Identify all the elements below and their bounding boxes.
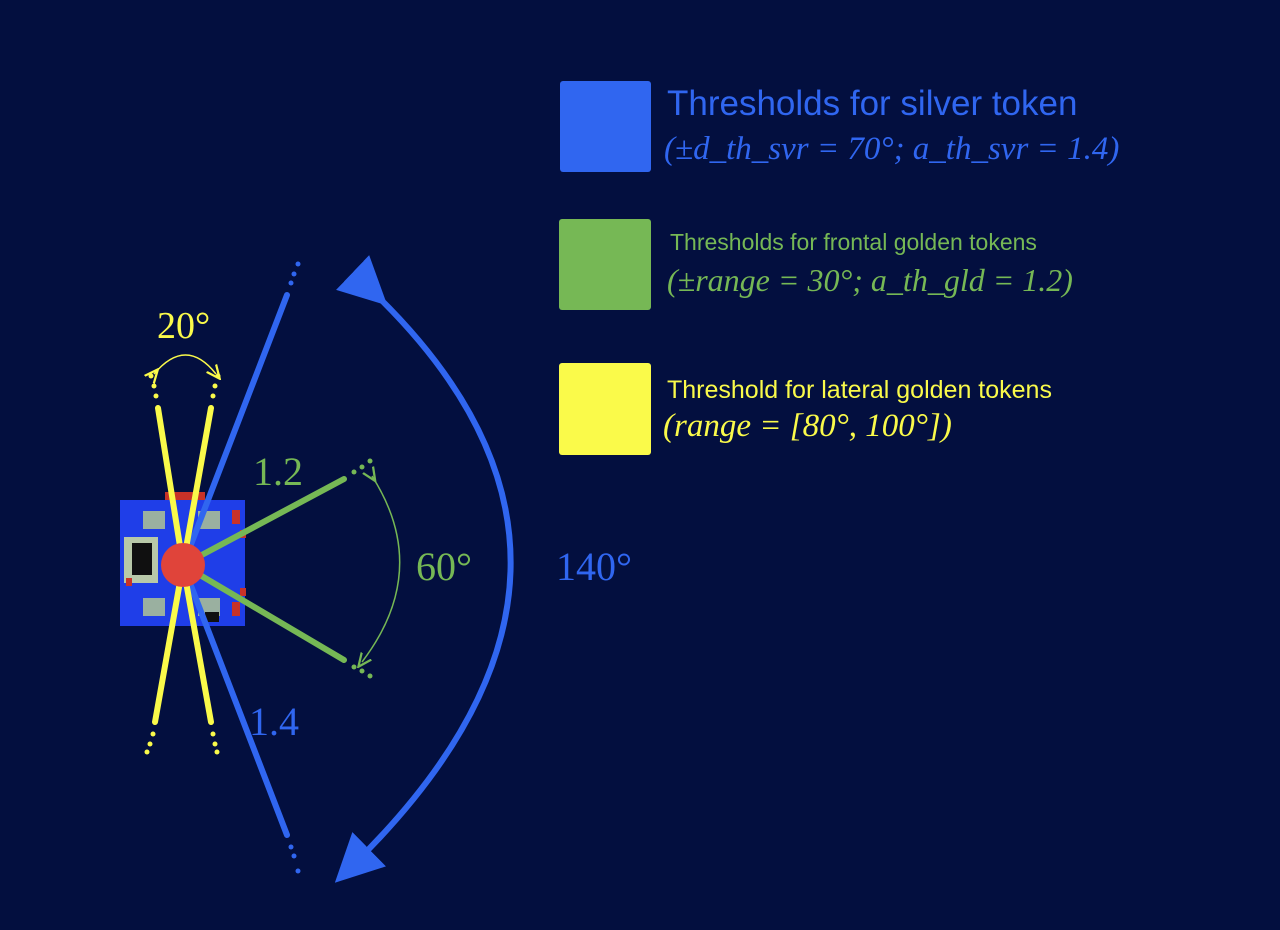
robot-center-marker <box>161 543 205 587</box>
legend-formula-frontal: (±range = 30°; a_th_gld = 1.2) <box>667 262 1073 298</box>
frontal-distance-label: 1.2 <box>253 449 303 494</box>
legend-title-silver: Thresholds for silver token <box>667 84 1078 123</box>
legend-swatch-silver <box>560 81 651 172</box>
lateral-angle-arc <box>154 354 216 374</box>
frontal-angle-label: 60° <box>416 544 472 589</box>
legend-swatch-lateral <box>559 363 651 455</box>
lateral-threshold-rays <box>144 373 221 755</box>
legend-swatch-frontal <box>559 219 651 310</box>
legend-formula-silver: (±d_th_svr = 70°; a_th_svr = 1.4) <box>664 131 1120 167</box>
silver-distance-label: 1.4 <box>249 699 299 744</box>
legend-title-lateral: Threshold for lateral golden tokens <box>667 376 1052 404</box>
silver-angle-label: 140° <box>556 544 632 589</box>
lateral-angle-label: 20° <box>157 305 211 347</box>
silver-angle-arc <box>334 255 514 883</box>
robot-icon <box>120 492 246 626</box>
frontal-angle-arc <box>362 476 401 662</box>
silver-threshold-rays <box>180 261 301 874</box>
legend-formula-lateral: (range = [80°, 100°]) <box>663 408 952 444</box>
legend-title-frontal: Thresholds for frontal golden tokens <box>670 229 1037 255</box>
